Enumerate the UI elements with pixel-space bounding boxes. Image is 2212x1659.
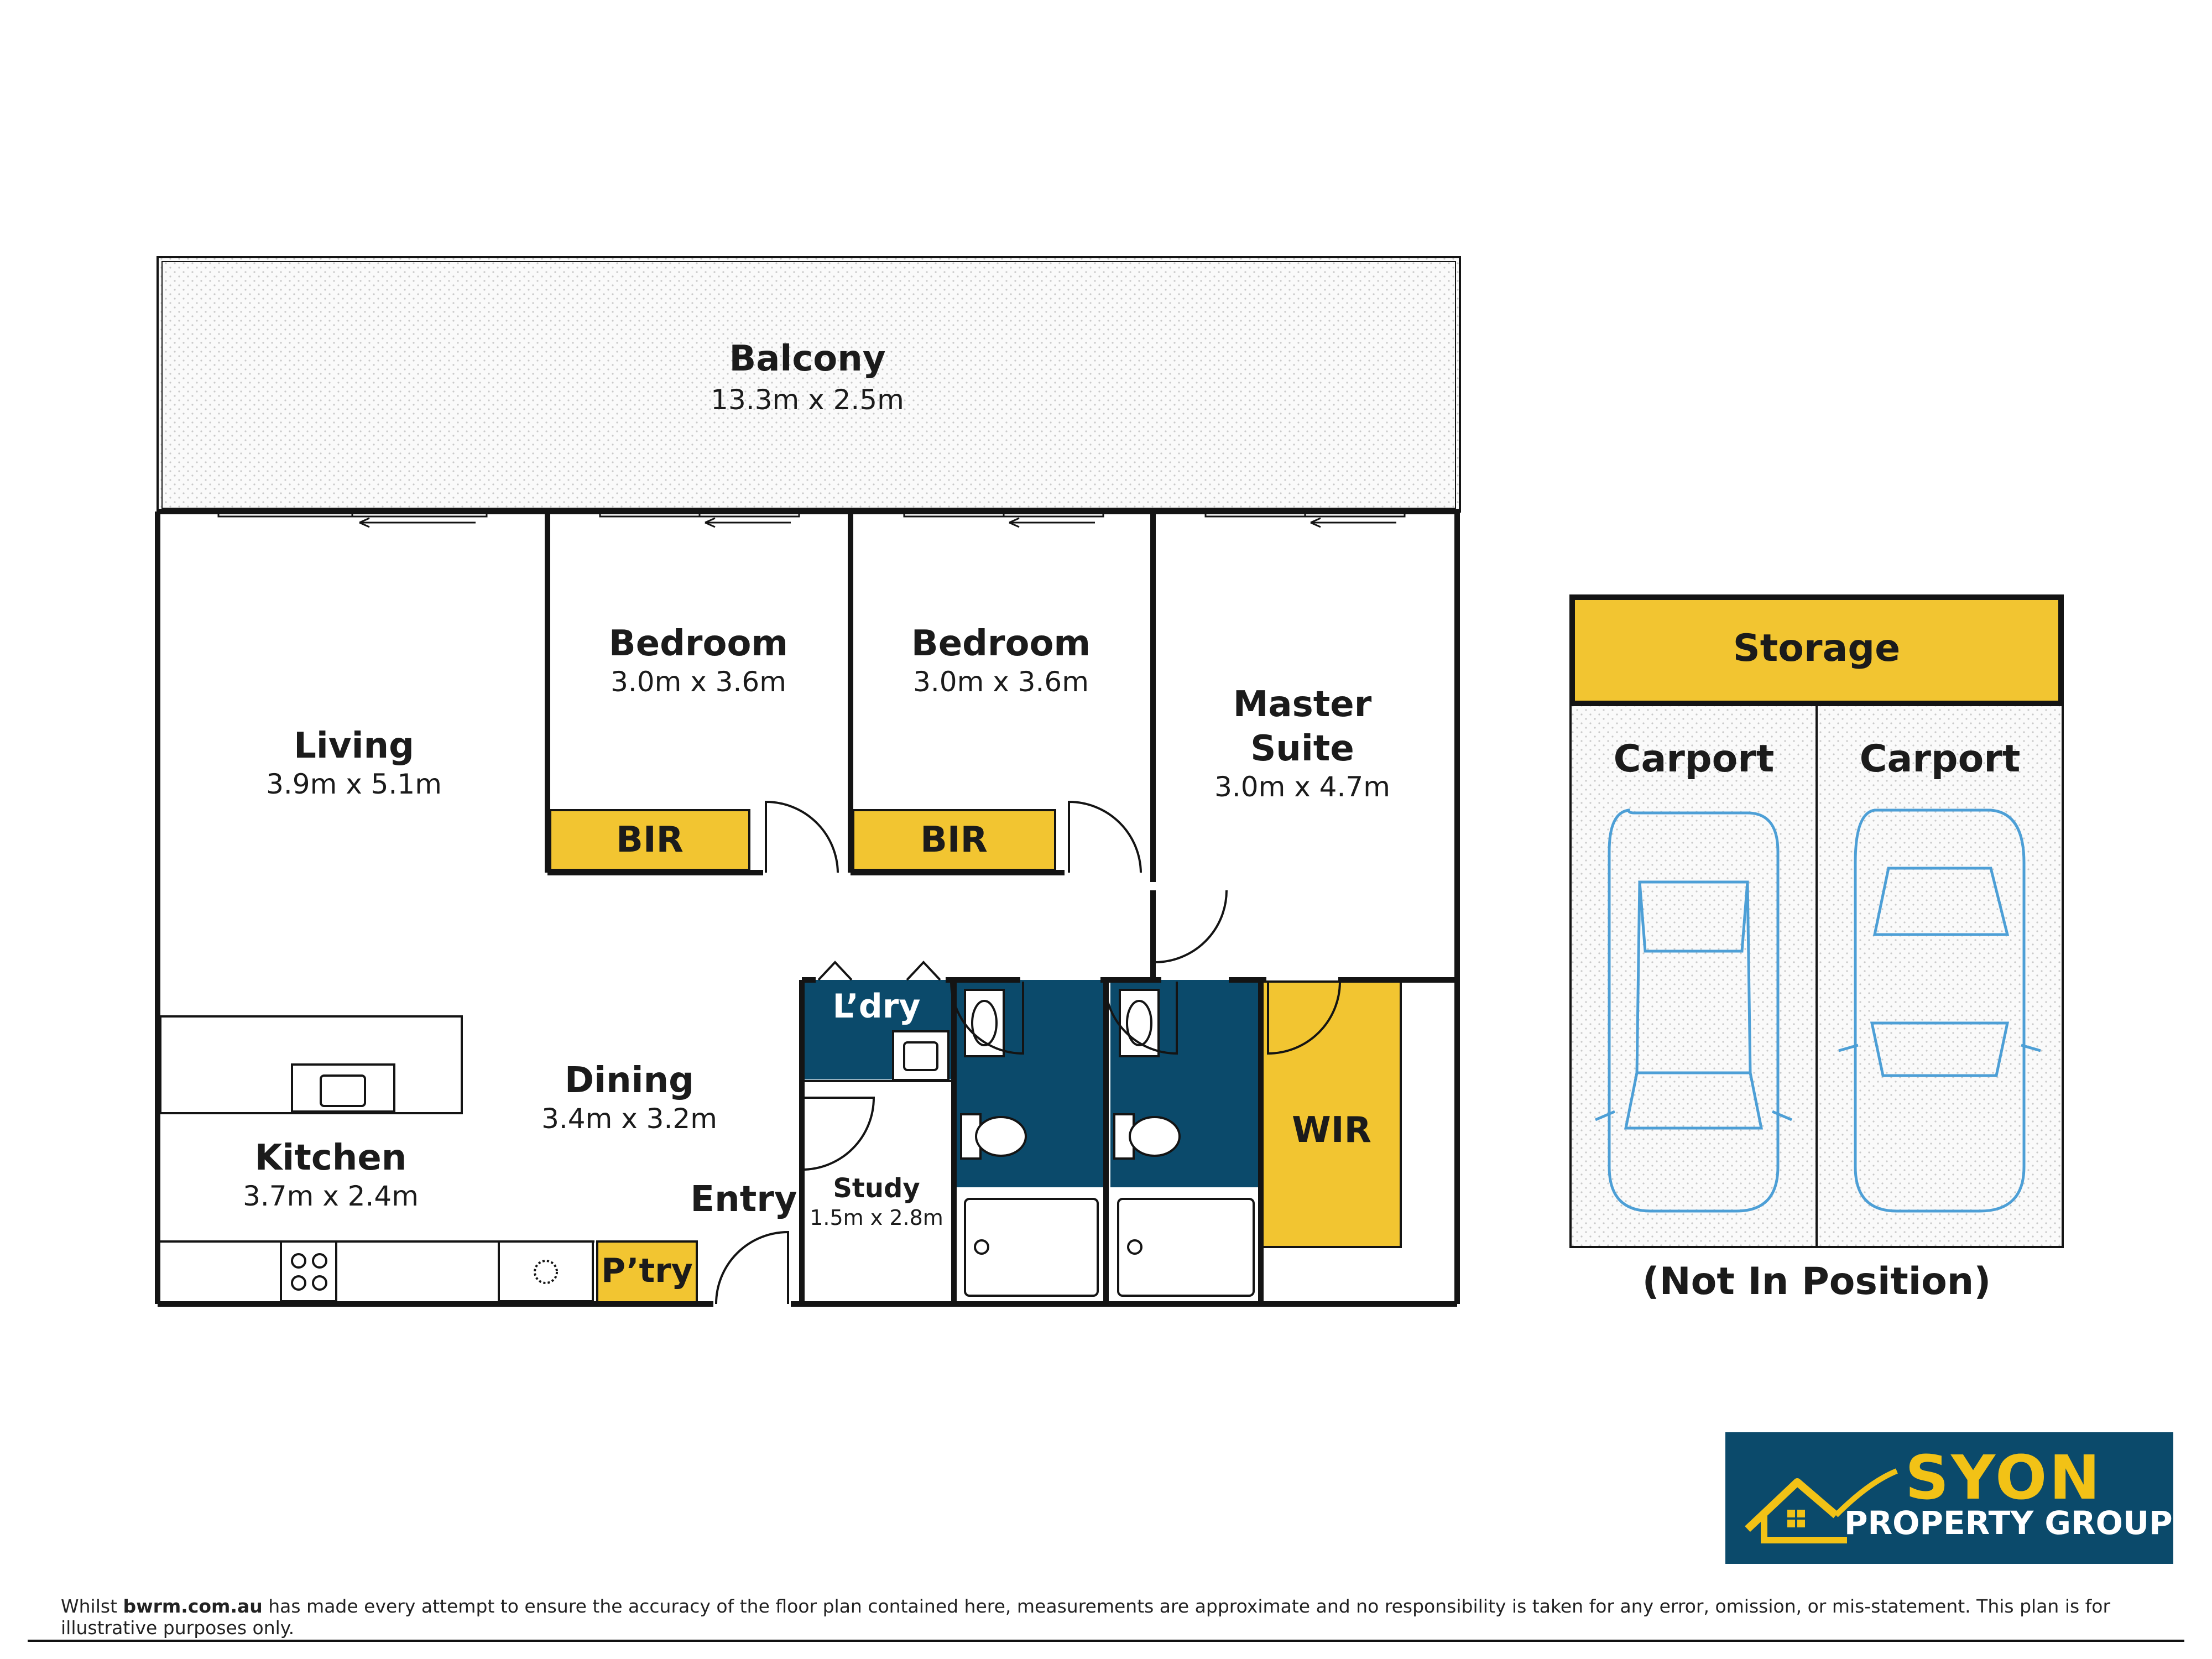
disclaimer-prefix: Whilst: [61, 1595, 123, 1617]
bir-1-label: BIR: [616, 820, 684, 860]
study-label: Study: [833, 1173, 920, 1204]
carport-2-label: Carport: [1860, 737, 2021, 781]
balcony: [156, 256, 1461, 513]
study-dims: 1.5m x 2.8m: [810, 1206, 943, 1230]
master-suite-dims: 3.0m x 4.7m: [1214, 771, 1390, 803]
disclaimer-site: bwrm.com.au: [123, 1595, 263, 1617]
bathroom-2-shower: [1110, 1189, 1260, 1300]
living-label: Living: [294, 726, 414, 766]
syon-logo: SYON PROPERTY GROUP: [1725, 1432, 2173, 1564]
laundry-label: L’dry: [833, 987, 921, 1026]
car-1-icon: [1595, 808, 1792, 1213]
bir-2-label: BIR: [920, 820, 988, 860]
logo-subtitle: PROPERTY GROUP: [1844, 1504, 2173, 1542]
balcony-label: Balcony: [729, 338, 885, 379]
pantry-label: P’try: [601, 1251, 693, 1290]
kitchen-label: Kitchen: [255, 1138, 407, 1178]
master-suite-label-line1: Master: [1233, 684, 1372, 725]
bedroom-1-dims: 3.0m x 3.6m: [611, 666, 786, 698]
house-logo-icon: [1745, 1468, 1898, 1543]
bedroom-2-dims: 3.0m x 3.6m: [913, 666, 1089, 698]
dining-dims: 3.4m x 3.2m: [541, 1103, 717, 1135]
not-in-position-note: (Not In Position): [1642, 1260, 1991, 1303]
walls: [155, 509, 1460, 1307]
master-suite-label-line2: Suite: [1250, 728, 1354, 769]
entry-label: Entry: [690, 1179, 797, 1220]
balcony-dims: 13.3m x 2.5m: [711, 384, 904, 416]
storage-label: Storage: [1733, 627, 1900, 670]
dining-label: Dining: [565, 1060, 694, 1101]
fixtures: [159, 800, 1341, 1305]
bathroom-1-shower: [957, 1189, 1103, 1300]
car-2-icon: [1838, 808, 2041, 1213]
kitchen-dims: 3.7m x 2.4m: [243, 1180, 419, 1212]
disclaimer: Whilst bwrm.com.au has made every attemp…: [61, 1595, 2162, 1639]
disclaimer-text: has made every attempt to ensure the acc…: [61, 1595, 2111, 1639]
wir-area: [1261, 980, 1402, 1248]
wir-label: WIR: [1292, 1110, 1371, 1151]
logo-name: SYON: [1905, 1442, 2103, 1513]
parking: [1569, 594, 2064, 1248]
carport-1-label: Carport: [1614, 737, 1775, 781]
footer-rule: [28, 1640, 2184, 1642]
bedroom-2-label: Bedroom: [911, 623, 1091, 664]
pantry-area: [596, 1240, 698, 1303]
living-dims: 3.9m x 5.1m: [266, 768, 442, 800]
bedroom-1-label: Bedroom: [609, 623, 788, 664]
